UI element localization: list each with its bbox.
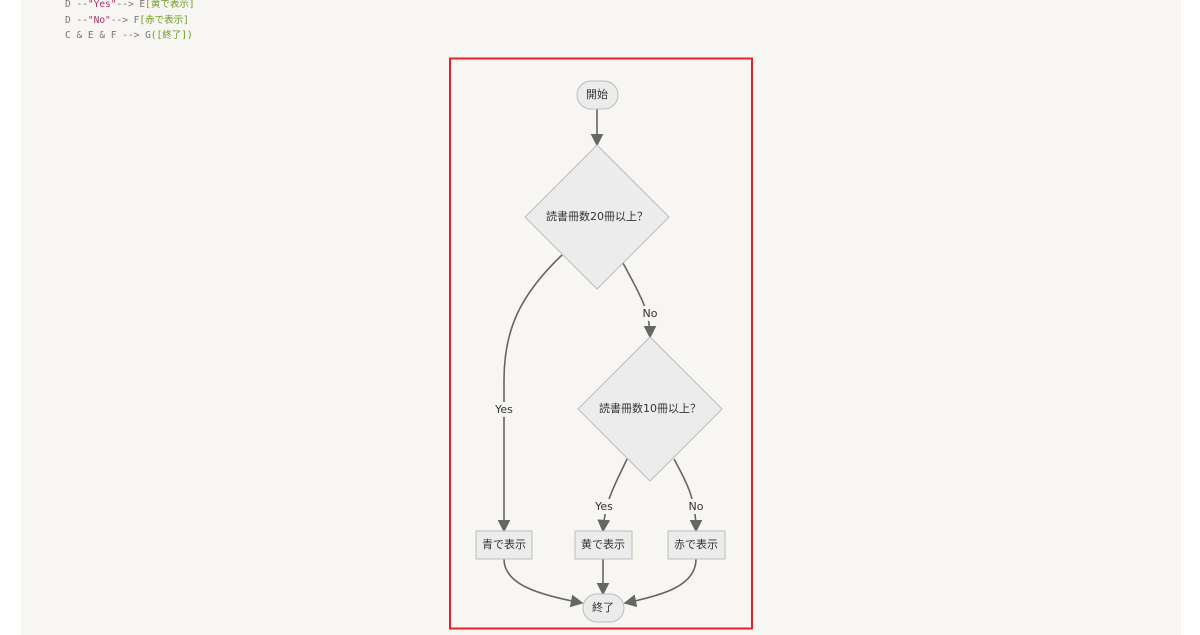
red-node [667, 530, 726, 560]
code-line: D --"No"--> F[赤で表示] [65, 15, 189, 26]
edge-red-end [623, 558, 697, 608]
blue-node [475, 530, 533, 560]
decision2-label: 読書冊数10冊以上？ [599, 401, 701, 415]
end-label: 終了 [592, 600, 614, 614]
edge-blue-end [503, 558, 584, 608]
edge-label-no: No [689, 500, 704, 513]
yellow-node [574, 530, 633, 560]
blue-label: 青で表示 [482, 537, 526, 551]
start-node [576, 80, 619, 110]
code-line: D --"Yes"--> E[黄で表示] [65, 0, 195, 10]
start-label: 開始 [586, 87, 608, 101]
edge-d2-yellow [597, 458, 628, 533]
yellow-label: 黄で表示 [581, 537, 625, 551]
edge-label-yes: Yes [594, 500, 613, 513]
edge-label-yes: Yes [494, 403, 513, 416]
edge-d1-blue [497, 254, 563, 533]
edge-d1-d2 [622, 262, 657, 339]
decision-node-1 [524, 144, 670, 290]
edge-label-no: No [643, 307, 658, 320]
code-line: C & E & F --> G([終了]) [65, 30, 193, 41]
end-node [582, 593, 625, 623]
red-label: 赤で表示 [674, 537, 718, 551]
highlight-box [449, 57, 753, 630]
decision-node-2 [577, 336, 723, 482]
decision1-label: 読書冊数20冊以上？ [546, 209, 648, 223]
edge-d2-red [673, 458, 703, 533]
